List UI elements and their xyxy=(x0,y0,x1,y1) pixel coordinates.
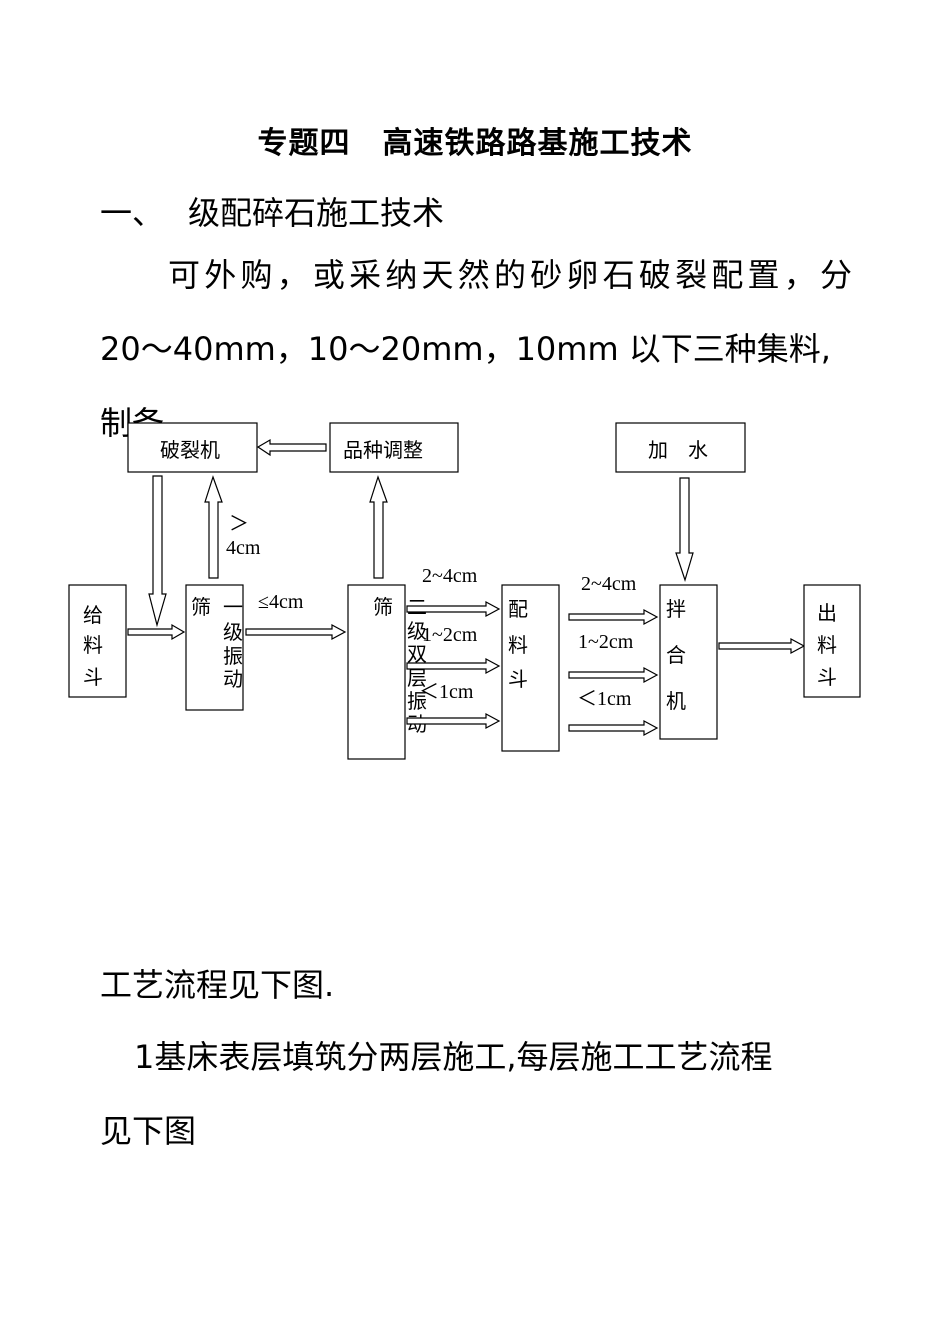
section-number: 一、 xyxy=(100,194,165,232)
paragraph-line: 见下图 xyxy=(100,1112,197,1150)
arrow-right-icon xyxy=(568,608,659,626)
discharge-hopper-label: 料 xyxy=(817,633,837,657)
label-le4: ≤4cm xyxy=(258,591,304,613)
screen2-label: 级 xyxy=(407,619,427,643)
variety-adjust-label: 品种调整 xyxy=(343,438,423,462)
label-lt1cm: ＜1cm xyxy=(419,681,474,703)
arrow-right-icon xyxy=(406,712,501,730)
screen1-box xyxy=(185,584,244,711)
arrow-right-icon xyxy=(406,657,501,675)
batching-hopper-box xyxy=(501,584,560,752)
screen2-label: 层 xyxy=(407,666,427,690)
crusher-box xyxy=(127,422,258,473)
screen2-label: 振 xyxy=(407,689,427,713)
page-title: 专题四高速铁路路基施工技术 xyxy=(0,118,950,162)
screen2-label: 双 xyxy=(407,642,427,666)
label-2-4cm: 2~4cm xyxy=(581,573,637,595)
label-1-2cm: 1~2cm xyxy=(422,624,478,646)
screen1-label: 一 xyxy=(223,595,243,619)
paragraph-line: 可外购，或采纳天然的砂卵石破裂配置，分 xyxy=(168,256,852,294)
screen1-label: 筛 xyxy=(191,595,211,619)
arrow-left-icon xyxy=(256,438,327,457)
label-2-4cm: 2~4cm xyxy=(422,565,478,587)
screen2-box xyxy=(347,584,406,760)
paragraph-line: 20～40mm，10～20mm，10mm 以下三种集料,制备 xyxy=(100,330,831,442)
label-gt4: 4cm xyxy=(226,537,261,559)
discharge-hopper-label: 出 xyxy=(817,601,837,625)
add-water-box xyxy=(615,422,746,473)
arrow-right-icon xyxy=(568,719,659,737)
arrow-down-icon xyxy=(148,475,167,628)
batching-hopper-label: 料 xyxy=(508,633,528,657)
arrow-down-icon xyxy=(675,477,694,582)
feed-hopper-box xyxy=(68,584,127,698)
section-heading: 一、级配碎石施工技术 xyxy=(100,188,444,234)
feed-hopper-label: 给 xyxy=(83,603,103,627)
arrow-right-icon xyxy=(127,623,186,641)
discharge-hopper-box xyxy=(803,584,861,698)
variety-adjust-box xyxy=(329,422,459,473)
arrow-right-icon xyxy=(245,623,347,641)
crusher-label: 破裂机 xyxy=(160,438,220,462)
mixer-box xyxy=(659,584,718,740)
screen1-label: 动 xyxy=(223,667,243,691)
batching-hopper-label: 配 xyxy=(508,597,528,621)
arrow-right-icon xyxy=(718,637,806,655)
mixer-label: 拌 xyxy=(666,597,686,621)
label-lt1cm: ＜1cm xyxy=(577,688,632,710)
paragraph-line: 工艺流程见下图. xyxy=(100,966,335,1004)
label-gt4: ＞ xyxy=(229,513,249,535)
title-topic: 专题四 xyxy=(257,126,351,161)
paragraph-line: 1基床表层填筑分两层施工,每层施工工艺流程 xyxy=(134,1038,773,1076)
feed-hopper-label: 料 xyxy=(83,633,103,657)
arrow-up-icon xyxy=(204,475,223,579)
feed-hopper-label: 斗 xyxy=(83,665,103,689)
screen1-label: 振 xyxy=(223,644,243,668)
add-water-label: 加 水 xyxy=(648,438,708,462)
discharge-hopper-label: 斗 xyxy=(817,665,837,689)
screen2-label: 筛 xyxy=(373,595,393,619)
batching-hopper-label: 斗 xyxy=(508,667,528,691)
mixer-label: 机 xyxy=(666,689,686,713)
arrow-right-icon xyxy=(406,600,501,618)
title-subject: 高速铁路路基施工技术 xyxy=(382,126,693,161)
arrow-up-icon xyxy=(369,475,388,579)
section-title: 级配碎石施工技术 xyxy=(188,194,445,232)
arrow-right-icon xyxy=(568,666,659,684)
mixer-label: 合 xyxy=(666,643,686,667)
label-1-2cm: 1~2cm xyxy=(578,631,634,653)
screen1-label: 级 xyxy=(223,620,243,644)
